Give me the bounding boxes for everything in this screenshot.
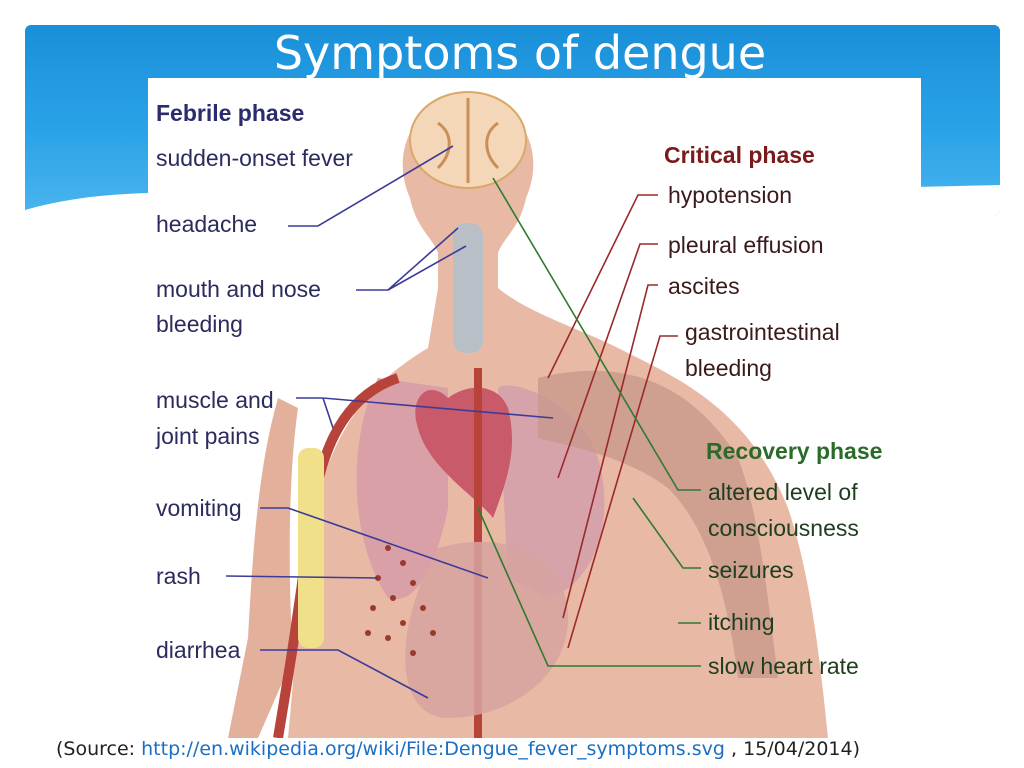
source-prefix: (Source: [56, 738, 142, 760]
symptom-hypotension: hypotension [668, 182, 793, 208]
dengue-body-figure: Febrile phase sudden-onset fever headach… [148, 78, 921, 738]
heart [415, 387, 513, 518]
symptom-rash: rash [156, 563, 201, 589]
source-suffix: , 15/04/2014) [724, 738, 860, 760]
recovery-phase-title: Recovery phase [706, 438, 883, 464]
left-arm [228, 398, 298, 738]
critical-phase-title: Critical phase [664, 142, 815, 168]
source-link[interactable]: http://en.wikipedia.org/wiki/File:Dengue… [141, 738, 725, 760]
symptom-altered-level-of: altered level of [708, 479, 858, 505]
symptom-mouth-and-nose: mouth and nose [156, 276, 321, 302]
febrile-leader-lines [225, 145, 554, 699]
symptom-bleeding: bleeding [156, 311, 243, 337]
symptom-slow-heart-rate: slow heart rate [708, 653, 859, 679]
symptom-consciousness: consciousness [708, 515, 859, 541]
symptom-seizures: seizures [708, 557, 794, 583]
arm-bone [298, 448, 324, 648]
symptom-ascites: ascites [668, 273, 740, 299]
body-illustration [225, 91, 828, 738]
trachea [453, 223, 483, 353]
slide-title: Symptoms of dengue [273, 26, 767, 80]
symptom-gi-bleeding: bleeding [685, 355, 772, 381]
recovery-leader-lines [477, 177, 701, 667]
critical-leader-lines [547, 194, 678, 649]
symptom-pleural-effusion: pleural effusion [668, 232, 824, 258]
stomach [405, 541, 568, 718]
symptom-diarrhea: diarrhea [156, 637, 241, 663]
symptom-headache: headache [156, 211, 258, 237]
symptom-sudden-onset-fever: sudden-onset fever [156, 145, 353, 171]
febrile-phase-title: Febrile phase [156, 100, 305, 126]
symptom-itching: itching [708, 609, 775, 635]
symptom-joint-pains: joint pains [156, 423, 260, 449]
symptom-muscle-and: muscle and [156, 387, 274, 413]
arm-muscle [538, 370, 778, 678]
rash-dots [365, 545, 436, 656]
symptom-gastrointestinal: gastrointestinal [685, 319, 840, 345]
source-citation: (Source: http://en.wikipedia.org/wiki/Fi… [56, 738, 860, 760]
symptom-vomiting: vomiting [156, 495, 242, 521]
